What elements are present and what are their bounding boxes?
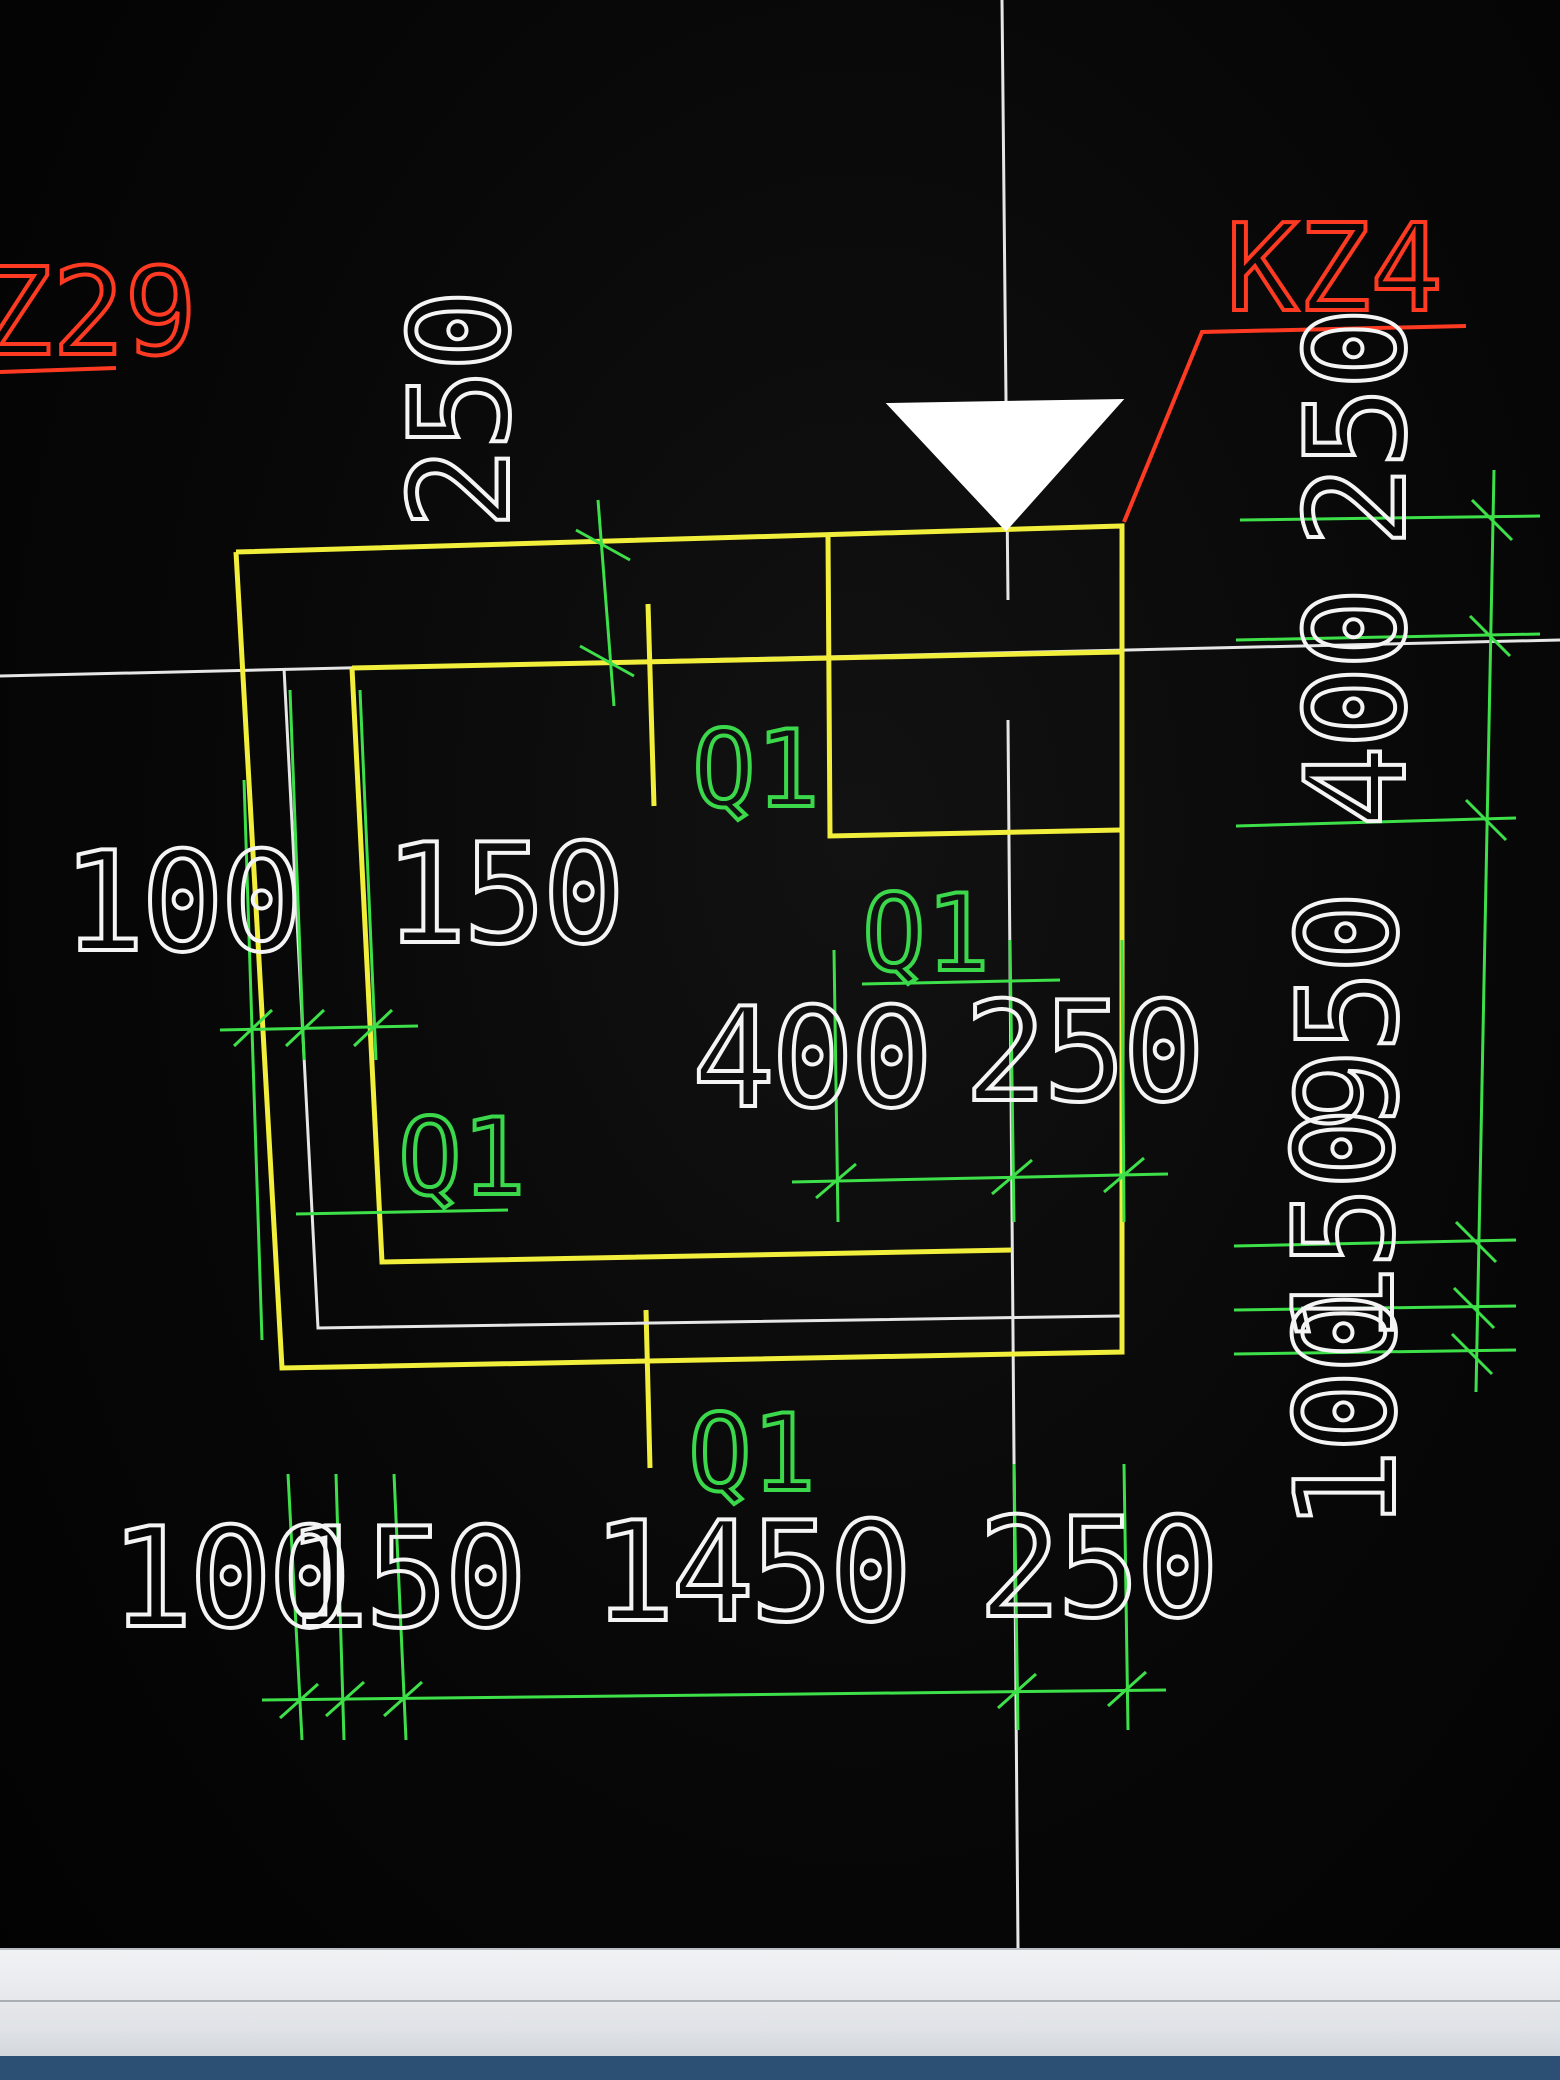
taskbar-strip bbox=[0, 2056, 1560, 2080]
dim-text-left-150: 150 bbox=[384, 814, 621, 975]
tag-left-underline bbox=[0, 366, 117, 374]
dim-text-middle-400: 400 bbox=[692, 978, 929, 1139]
dim-middle-line bbox=[791, 1172, 1169, 1184]
dim-right-ext-3 bbox=[1235, 816, 1517, 828]
dim-text-bottom-100: 100 bbox=[110, 1498, 347, 1659]
dim-left-tick-1 bbox=[232, 1008, 274, 1048]
dim-right-tick-6 bbox=[1450, 1332, 1494, 1376]
dim-bottom-ext-5 bbox=[1122, 1463, 1130, 1731]
dim-text-top-250: 250 bbox=[380, 293, 541, 530]
dim-left-tick-2 bbox=[284, 1008, 326, 1048]
dim-bottom-ext-4 bbox=[1012, 1463, 1020, 1731]
dim-bottom-ext-3 bbox=[392, 1473, 408, 1741]
dim-right-ext-5 bbox=[1233, 1304, 1517, 1312]
wall-q1-top-leader bbox=[645, 603, 657, 807]
dim-left-tick-3 bbox=[352, 1008, 394, 1048]
vertical-axis-line-lower bbox=[1006, 719, 1020, 1949]
dim-top-tick-1 bbox=[575, 528, 631, 562]
wall-top-inner-edge bbox=[351, 649, 1121, 671]
column-notch-outline bbox=[825, 535, 1121, 839]
dim-text-right-400: 400 bbox=[1276, 591, 1437, 828]
wall-q1-underline-middle bbox=[861, 978, 1061, 986]
dim-right-line bbox=[1474, 469, 1496, 1393]
wall-q1-underline-left bbox=[295, 1208, 509, 1216]
dim-text-left-100: 100 bbox=[62, 822, 299, 983]
dim-text-bottom-250: 250 bbox=[978, 1488, 1215, 1649]
dim-bottom-tick-5 bbox=[1106, 1670, 1148, 1708]
dim-text-right-100: 100 bbox=[1266, 1295, 1427, 1532]
column-outline[interactable] bbox=[233, 523, 1125, 1469]
dim-right-tick-4 bbox=[1454, 1220, 1498, 1264]
dim-middle-tick-1 bbox=[815, 1162, 857, 1200]
wall-label-q1-top[interactable]: Q1 bbox=[690, 706, 822, 833]
dim-bottom-tick-3 bbox=[382, 1680, 424, 1718]
dim-right-ext-4 bbox=[1233, 1238, 1517, 1248]
section-mark-triangle-icon[interactable] bbox=[885, 398, 1125, 532]
dim-text-bottom-150: 150 bbox=[286, 1498, 523, 1659]
wall-label-q1-bottom[interactable]: Q1 bbox=[686, 1390, 818, 1517]
dim-left-ext-3 bbox=[358, 689, 378, 1061]
dim-left-ext-1 bbox=[242, 779, 264, 1341]
wall-lines bbox=[282, 667, 1121, 1330]
tag-leaders bbox=[0, 324, 1467, 523]
dim-top-ext-line bbox=[596, 499, 616, 707]
dim-top-tick-2 bbox=[579, 644, 635, 678]
wall-q1-bottom-leader bbox=[643, 1309, 653, 1469]
dim-right-tick-1 bbox=[1470, 498, 1514, 542]
column-outer-outline bbox=[233, 523, 1125, 1371]
dim-text-bottom-1450: 1450 bbox=[592, 1492, 908, 1653]
wall-label-q1-middle[interactable]: Q1 bbox=[860, 870, 992, 997]
dim-right-tick-5 bbox=[1452, 1286, 1496, 1330]
monitor-bottom-bezel bbox=[0, 1948, 1560, 2080]
bezel-divider bbox=[0, 2000, 1560, 2002]
dim-bottom-tick-1 bbox=[278, 1682, 320, 1720]
dim-bottom-ext-1 bbox=[286, 1473, 304, 1741]
dim-middle-ext-1 bbox=[832, 949, 840, 1223]
dim-bottom-tick-4 bbox=[996, 1672, 1038, 1710]
dim-middle-tick-3 bbox=[1103, 1156, 1145, 1194]
dim-right-tick-3 bbox=[1464, 798, 1508, 842]
dim-left-ext-2 bbox=[288, 689, 306, 1061]
dim-right-tick-2 bbox=[1468, 614, 1512, 658]
wall-center-line bbox=[282, 667, 1121, 1330]
dim-middle-tick-2 bbox=[991, 1158, 1033, 1196]
dim-text-right-250: 250 bbox=[1276, 311, 1437, 548]
dim-bottom-line bbox=[261, 1688, 1167, 1702]
dim-text-middle-250: 250 bbox=[964, 972, 1201, 1133]
wall-label-q1-left[interactable]: Q1 bbox=[396, 1094, 528, 1221]
tag-column-label[interactable]: KZ4 bbox=[1224, 198, 1445, 341]
wall-inner-edge bbox=[349, 667, 1013, 1265]
dim-text-right-950: 950 bbox=[1268, 895, 1429, 1132]
dim-text-right-150: 150 bbox=[1264, 1111, 1425, 1348]
tag-left-label[interactable]: Z29 bbox=[0, 242, 199, 385]
tag-column-leader bbox=[1122, 324, 1467, 523]
dim-bottom-tick-2 bbox=[324, 1680, 366, 1718]
dim-bottom-ext-2 bbox=[334, 1473, 346, 1741]
dimension-lines bbox=[219, 469, 1541, 1741]
